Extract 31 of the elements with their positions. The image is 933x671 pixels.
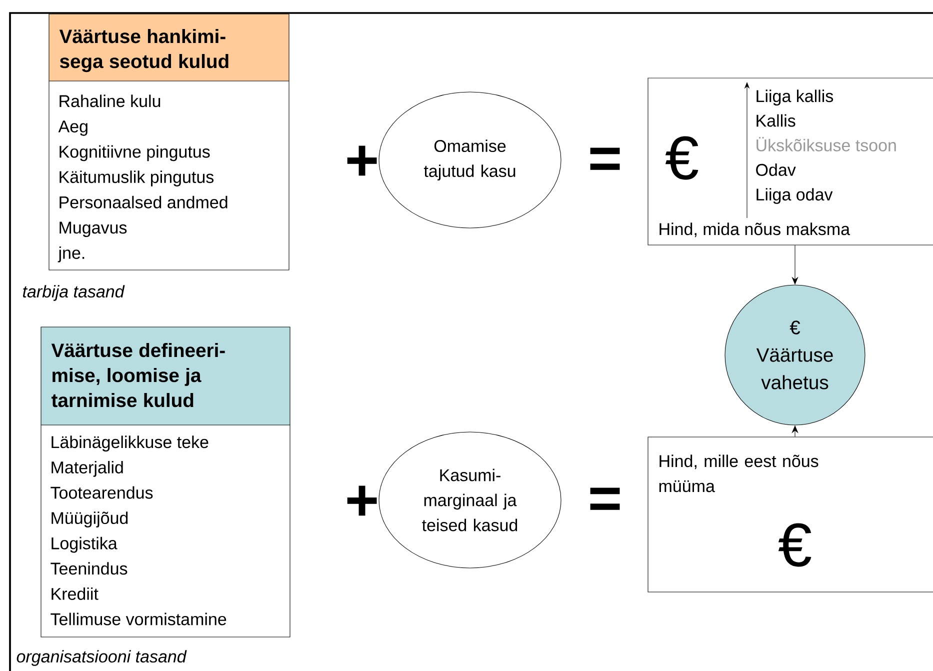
scale-label: Liiga odav <box>756 188 833 204</box>
box-caption: Hind, mida nõus maksma <box>660 222 850 238</box>
equals-sign: = <box>590 148 620 170</box>
list-item: jne. <box>58 246 84 262</box>
list-item: Käitumuslik pingutus <box>60 170 214 186</box>
list-item: Müügijõud <box>52 512 128 528</box>
list-item: Krediit <box>52 587 98 600</box>
scale-label: Liiga kallis <box>756 90 834 106</box>
table-heading: Väärtuse hankimi- sega seotud kulud <box>59 29 228 72</box>
level-label: tarbija tasand <box>23 285 125 301</box>
list-item: Läbinägelikkuse teke <box>52 436 208 452</box>
table-heading: Väärtuse defineeri- mise, loomise ja tarnimise kulud <box>51 342 225 408</box>
euro-sign: € <box>665 136 698 180</box>
list-item: Aeg <box>58 120 88 136</box>
scale-label: Kallis <box>756 114 796 127</box>
list-item: Personaalsed andmed <box>60 196 228 208</box>
list-item: Tellimuse vormistamine <box>50 612 226 626</box>
plus-sign: + <box>347 146 377 176</box>
list-item: Logistika <box>52 536 118 553</box>
equals-sign: = <box>590 488 620 510</box>
scale-label: Odav <box>756 163 796 176</box>
plus-sign: + <box>347 486 377 516</box>
list-item: Rahaline kulu <box>60 94 160 108</box>
list-item: Tootearendus <box>50 486 153 499</box>
box-caption: Hind, mille eest nõus müüma <box>659 454 818 492</box>
euro-sign: € <box>778 523 812 567</box>
list-item: Mugavus <box>60 222 127 238</box>
list-item: Kognitiivne pingutus <box>60 145 210 162</box>
list-item: Teenindus <box>50 562 128 575</box>
scale-label: Ükskõiksuse tsoon <box>756 136 896 152</box>
list-item: Materjalid <box>52 460 123 477</box>
